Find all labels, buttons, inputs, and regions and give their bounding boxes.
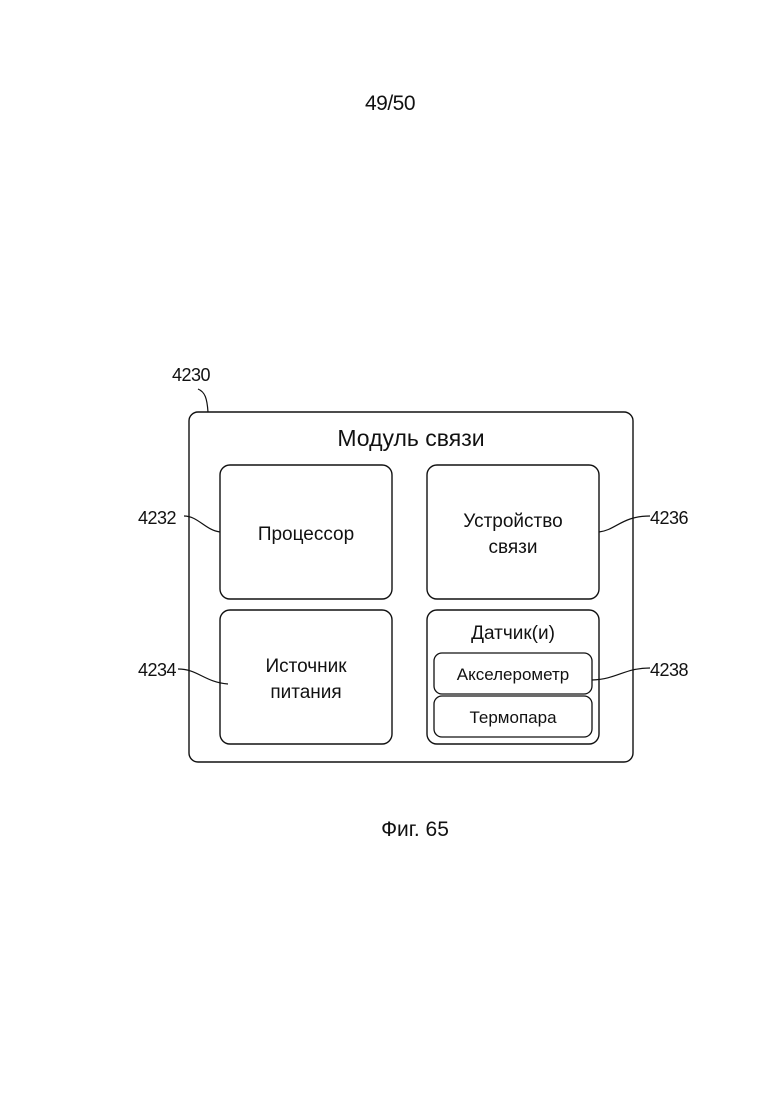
comm-device-label-line1: Устройство	[463, 511, 562, 532]
ref-label-4238: 4238	[650, 660, 689, 680]
comm-device-label-line2: связи	[489, 537, 538, 558]
leader-line-4230	[198, 389, 208, 412]
leader-line-4236	[599, 516, 650, 532]
ref-label-4236: 4236	[650, 508, 689, 528]
ref-label-4234: 4234	[138, 660, 177, 680]
processor-label: Процессор	[258, 524, 354, 545]
power-source-box	[220, 610, 392, 744]
ref-label-4230: 4230	[172, 365, 211, 385]
ref-label-4232: 4232	[138, 508, 177, 528]
outer-module-title: Модуль связи	[337, 425, 484, 451]
power-source-label-line1: Источник	[265, 656, 347, 677]
leader-line-4238	[592, 668, 650, 680]
sensors-label: Датчик(и)	[471, 623, 555, 644]
accelerometer-label: Акселерометр	[457, 665, 569, 684]
power-source-label-line2: питания	[270, 682, 341, 703]
figure-caption: Фиг. 65	[0, 818, 780, 842]
comm-device-box	[427, 465, 599, 599]
thermocouple-label: Термопара	[469, 708, 557, 727]
